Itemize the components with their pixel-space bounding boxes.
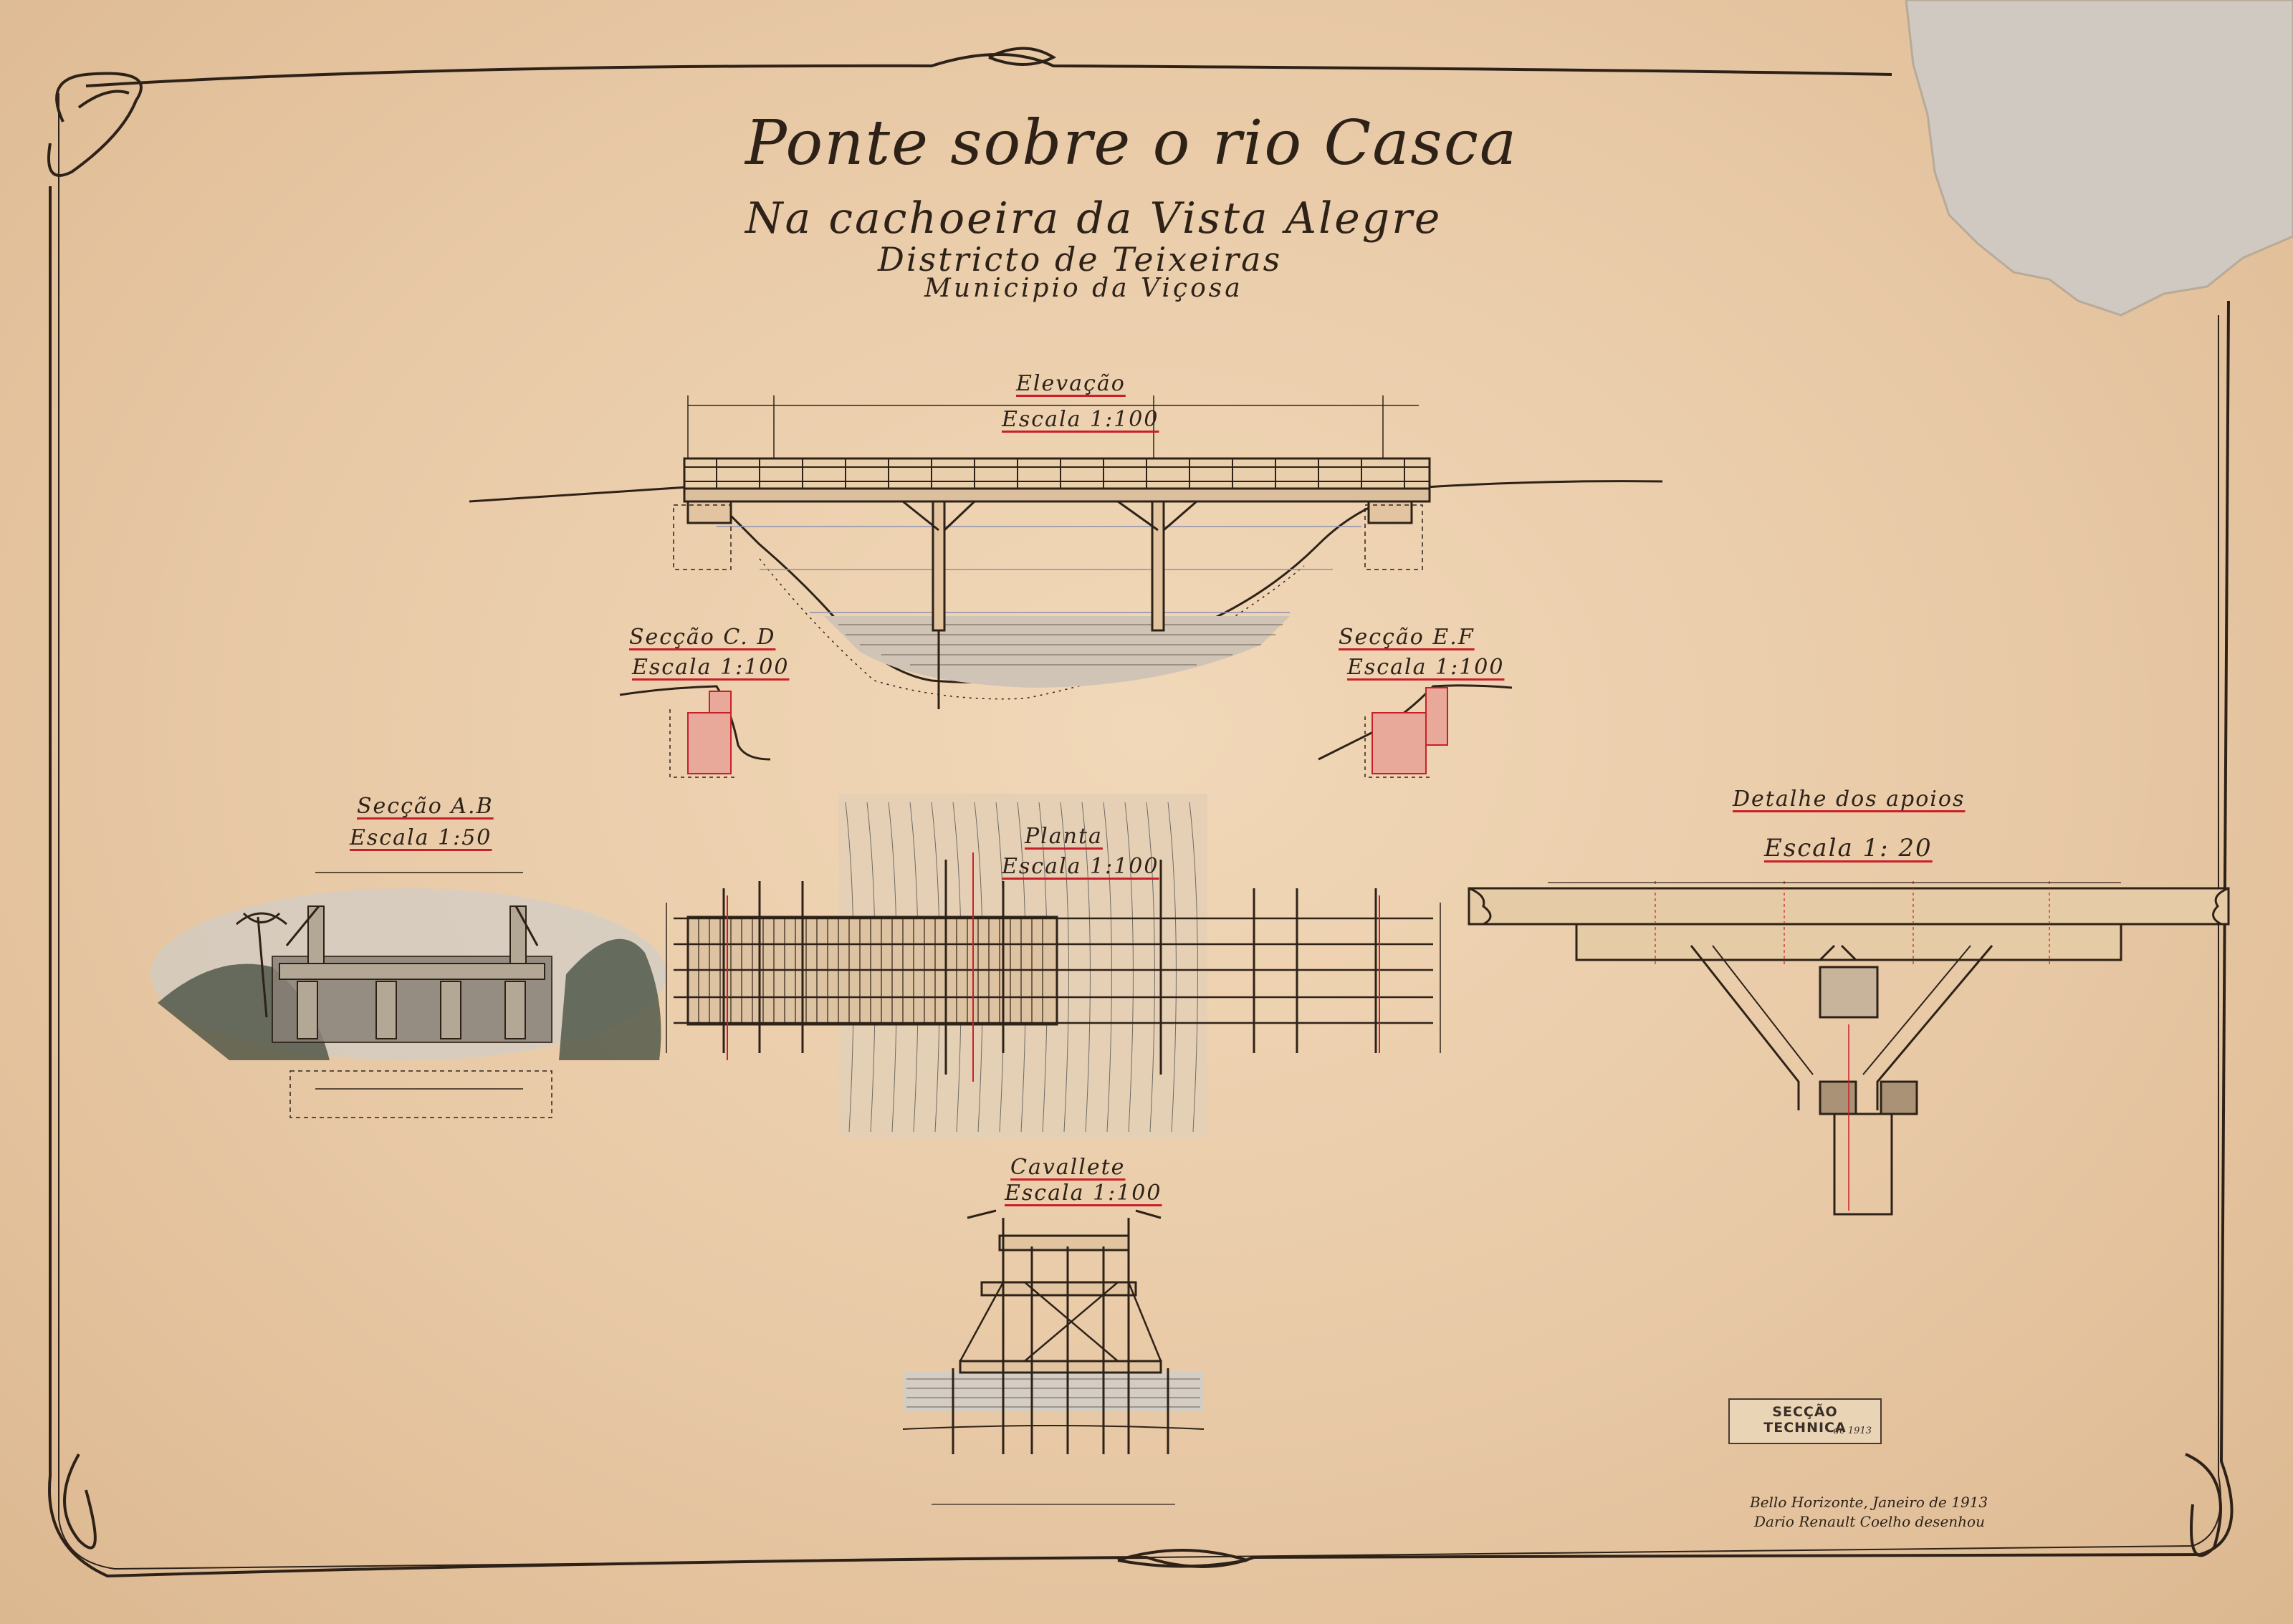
sheet-subtitle-municipality: Municipio da Viçosa [924, 274, 1243, 303]
section-ef-view [1318, 684, 1513, 778]
section-cd-scale: Escala 1:100 [632, 655, 790, 680]
stamp-date-line: de 1913 [1833, 1426, 1872, 1436]
section-ef-label: Secção E.F [1339, 625, 1475, 650]
decorative-frame [47, 47, 2234, 1578]
trestle-label: Cavallete [1010, 1155, 1126, 1180]
section-ab-label: Secção A.B [357, 794, 494, 819]
section-ab-scale: Escala 1:50 [350, 825, 492, 850]
stamp-title: SECÇÃO TECHNICA [1763, 1404, 1847, 1436]
elevation-scale: Escala 1:100 [1002, 407, 1159, 432]
sheet-title: Ponte sobre o rio Casca [745, 107, 1518, 179]
plan-label: Planta [1025, 824, 1103, 849]
section-ef-scale: Escala 1:100 [1347, 655, 1505, 680]
place-date: Bello Horizonte, Janeiro de 1913 [1750, 1494, 1988, 1511]
draughtsman-credit: Dario Renault Coelho desenhou [1754, 1513, 1985, 1530]
section-cd-label: Secção C. D [629, 625, 776, 650]
support-detail-scale: Escala 1: 20 [1764, 834, 1933, 863]
elevation-label: Elevação [1016, 371, 1126, 396]
technical-section-stamp: SECÇÃO TECHNICA de 1913 [1728, 1398, 1882, 1444]
section-ab-view [150, 872, 666, 1118]
elevation-view [469, 395, 1663, 709]
plan-view [666, 794, 1441, 1138]
trestle-view [902, 1209, 1205, 1505]
support-detail-label: Detalhe dos apoios [1733, 787, 1966, 812]
section-cd-view [619, 685, 771, 778]
trestle-scale: Escala 1:100 [1005, 1181, 1162, 1206]
torn-corner [1905, 0, 2293, 317]
sheet-subtitle-location: Na cachoeira da Vista Alegre [745, 193, 1442, 244]
support-detail-view [1468, 881, 2230, 1216]
plan-scale: Escala 1:100 [1002, 854, 1159, 879]
sheet-subtitle-district: Districto de Teixeiras [878, 240, 1283, 279]
